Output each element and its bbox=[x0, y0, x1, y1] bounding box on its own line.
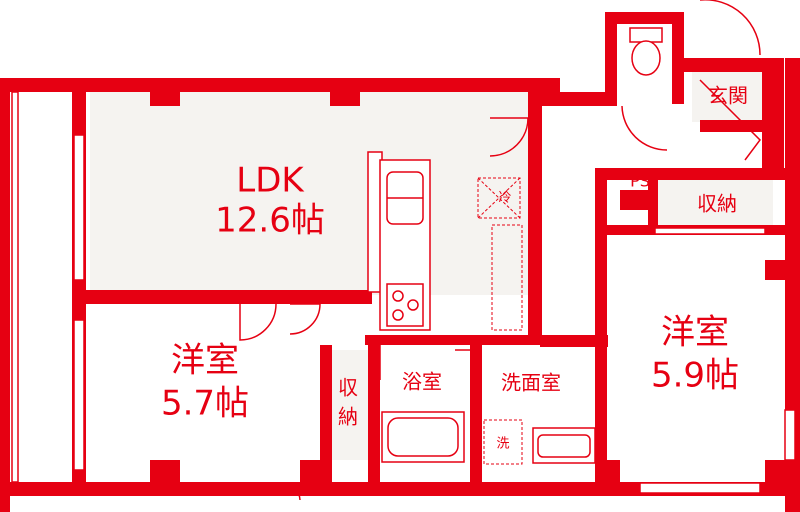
hall-floor bbox=[540, 95, 595, 340]
storage-right-label: 収納 bbox=[697, 192, 737, 216]
stove-icon bbox=[386, 283, 424, 327]
closet-left-floor bbox=[330, 350, 368, 460]
ldk-size: 12.6帖 bbox=[215, 201, 325, 241]
western-right-size: 5.9帖 bbox=[651, 356, 739, 396]
toilet-icon bbox=[629, 27, 663, 76]
ps-label: PS bbox=[630, 172, 650, 191]
ldk-label: LDK bbox=[236, 161, 305, 201]
western-left-label: 洋室 bbox=[171, 341, 239, 381]
appliance-spaces bbox=[477, 177, 523, 465]
closet-right-floor bbox=[655, 180, 773, 228]
washer-label: 洗 bbox=[496, 437, 509, 452]
fridge-label: 冷 bbox=[498, 191, 511, 206]
doors bbox=[239, 0, 761, 501]
western-right-label: 洋室 bbox=[661, 313, 729, 353]
storage-left-label-1: 収 bbox=[338, 376, 358, 400]
western-left-size: 5.7帖 bbox=[161, 384, 249, 424]
washroom-label: 洗面室 bbox=[501, 371, 561, 395]
ldk-floor bbox=[90, 90, 530, 295]
floor-fills bbox=[8, 72, 773, 490]
entrance-floor bbox=[692, 72, 762, 122]
fixtures bbox=[381, 27, 663, 464]
washer-space bbox=[483, 419, 523, 465]
storage-left-label-2: 納 bbox=[338, 405, 358, 429]
kitchen-counter bbox=[367, 151, 431, 331]
bathroom-label: 浴室 bbox=[402, 370, 442, 394]
balcony-floor bbox=[8, 90, 74, 490]
walls bbox=[0, 12, 800, 512]
windows bbox=[11, 91, 796, 494]
fridge-space bbox=[477, 177, 521, 219]
washbasin-icon bbox=[532, 427, 596, 464]
bathtub-icon bbox=[381, 411, 465, 463]
room-labels: LDK 12.6帖 洋室 5.7帖 洋室 5.9帖 収 納 浴室 洗面室 玄関 … bbox=[161, 84, 748, 452]
entrance-label: 玄関 bbox=[708, 84, 748, 108]
